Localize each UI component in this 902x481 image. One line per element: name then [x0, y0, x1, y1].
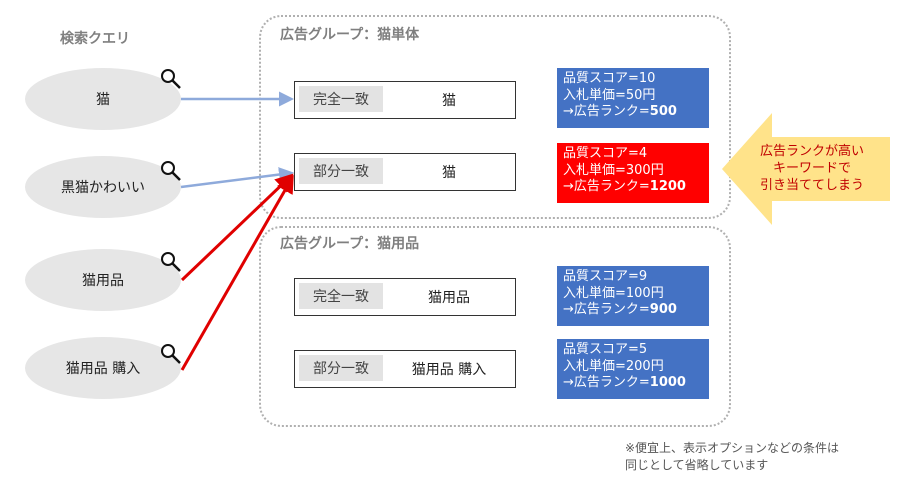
bid-price: 入札単価=300円 [563, 162, 664, 178]
arrow-nekoyouhin-broad [180, 173, 294, 282]
ad-rank: →広告ランク=1200 [563, 179, 686, 194]
query-oval-kuroneko: 黒猫かわいい [25, 156, 181, 218]
score-box-highlight: 品質スコア=4 入札単価=300円 →広告ランク=1200 [557, 143, 709, 203]
query-oval-nekoyouhin: 猫用品 [25, 249, 181, 311]
keyword-text: 猫用品 購入 [411, 362, 487, 378]
arrow-nekoyouhin-kounyu-broad [180, 174, 294, 371]
bid-price: 入札単価=200円 [563, 358, 664, 374]
match-type-label: 完全一致 [299, 283, 383, 309]
callout-text: 広告ランクが高い キーワードで 引き当ててしまう [759, 144, 864, 193]
callout-arrow [722, 113, 890, 225]
keyword-box: 部分一致 猫 [294, 153, 516, 191]
search-icon [161, 69, 181, 89]
search-icon [161, 252, 181, 272]
keyword-box: 完全一致 猫用品 [294, 278, 516, 316]
search-icon [161, 344, 181, 364]
keyword-text: 猫 [442, 93, 456, 109]
keyword-box: 完全一致 猫 [294, 81, 516, 119]
match-type-label: 部分一致 [299, 158, 383, 184]
query-label: 黒猫かわいい [61, 180, 145, 196]
query-oval-neko: 猫 [25, 68, 181, 130]
footnote: ※便宜上、表示オプションなどの条件は 同じとして省略しています [625, 441, 840, 472]
ad-group-title: 広告グループ：猫用品 [280, 236, 420, 252]
search-icon [161, 161, 181, 181]
ad-group-neko-tantai [259, 15, 731, 219]
match-type-label: 完全一致 [299, 86, 383, 112]
score-box: 品質スコア=5 入札単価=200円 →広告ランク=1000 [557, 339, 709, 399]
score-box: 品質スコア=10 入札単価=50円 →広告ランク=500 [557, 68, 709, 128]
match-type-label: 部分一致 [299, 355, 383, 381]
ad-group-title: 広告グループ：猫単体 [280, 27, 420, 43]
query-label: 猫用品 [82, 273, 124, 289]
arrow-kuroneko-broad [180, 167, 294, 189]
bid-price: 入札単価=50円 [563, 87, 656, 103]
ad-rank: →広告ランク=500 [563, 104, 677, 119]
quality-score: 品質スコア=4 [563, 146, 648, 161]
quality-score: 品質スコア=5 [563, 342, 648, 357]
quality-score: 品質スコア=10 [563, 71, 656, 86]
ad-group-nekoyouhin [259, 226, 731, 427]
keyword-box: 部分一致 猫用品 購入 [294, 350, 516, 388]
query-oval-nekoyouhin-kounyu: 猫用品 購入 [25, 337, 181, 399]
bid-price: 入札単価=100円 [563, 285, 664, 301]
query-title: 検索クエリ [60, 31, 130, 47]
score-box: 品質スコア=9 入札単価=100円 →広告ランク=900 [557, 266, 709, 326]
quality-score: 品質スコア=9 [563, 269, 648, 284]
ad-rank: →広告ランク=900 [563, 302, 677, 317]
query-label: 猫 [96, 92, 110, 108]
keyword-text: 猫用品 [428, 290, 470, 306]
query-label: 猫用品 購入 [65, 361, 141, 377]
ad-rank: →広告ランク=1000 [563, 375, 686, 390]
keyword-text: 猫 [442, 165, 456, 181]
